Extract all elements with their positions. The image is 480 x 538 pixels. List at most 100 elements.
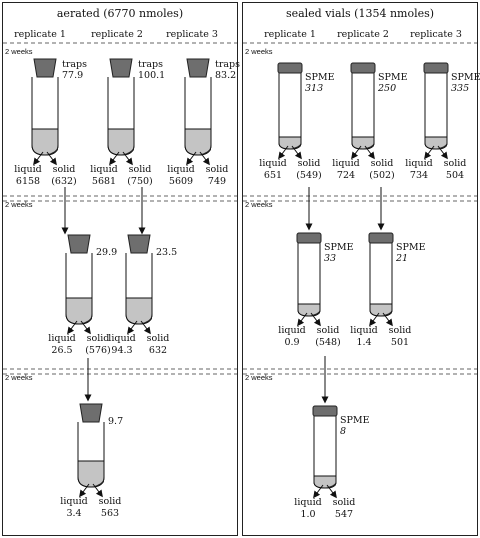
spme-value: 21 — [395, 253, 408, 264]
solid-value: (548) — [315, 337, 341, 348]
solid-value: 547 — [335, 509, 353, 520]
liquid-value: 0.9 — [284, 337, 299, 348]
liquid-label: liquid — [259, 158, 286, 169]
solid-value: 501 — [391, 337, 409, 348]
solid-arrow — [199, 151, 210, 166]
solid-arrow — [92, 483, 103, 498]
solid-phase — [31, 128, 59, 156]
liquid-label: liquid — [294, 497, 321, 508]
solid-label: solid — [389, 325, 412, 336]
aerated-replicate-2: replicate 2 — [91, 29, 143, 40]
solid-arrow — [122, 151, 133, 166]
sediment — [142, 316, 152, 323]
solid-arrow — [80, 320, 91, 335]
liquid-arrow — [369, 312, 380, 327]
headspace-value: 29.9 — [96, 247, 117, 258]
solid-value: (502) — [369, 170, 395, 181]
spme-value: 33 — [324, 253, 336, 264]
sediment — [365, 143, 374, 149]
liquid-label: liquid — [90, 164, 117, 175]
liquid-label: liquid — [60, 496, 87, 507]
solid-label: solid — [99, 496, 122, 507]
sediment — [94, 479, 104, 486]
spme-label: SPME — [305, 72, 335, 83]
solid-arrow — [140, 320, 151, 335]
vial-cap — [350, 62, 376, 74]
solid-value: 504 — [446, 170, 464, 181]
headspace-value: 83.2 — [215, 70, 236, 81]
solid-value: (576) — [85, 345, 111, 356]
trap-cap — [186, 58, 210, 78]
weeks-label: 2 weeks — [5, 200, 33, 209]
solid-phase — [107, 128, 135, 156]
liquid-arrow — [67, 320, 78, 335]
solid-value: 749 — [208, 176, 226, 187]
liquid-value: 651 — [264, 170, 282, 181]
sealed-title: sealed vials (1354 nmoles) — [286, 7, 434, 20]
solid-value: 632 — [149, 345, 167, 356]
vial-cap — [423, 62, 449, 74]
sealed-panel — [242, 2, 478, 536]
solid-arrow — [326, 484, 337, 499]
solid-phase — [184, 128, 212, 156]
liquid-label: liquid — [14, 164, 41, 175]
sealed-replicate-1: replicate 1 — [264, 29, 316, 40]
traps-label: traps — [62, 59, 87, 70]
vial-cap — [368, 232, 394, 244]
liquid-arrow — [186, 151, 197, 166]
solid-label: solid — [147, 333, 170, 344]
liquid-value: 3.4 — [66, 508, 81, 519]
solid-label: solid — [206, 164, 229, 175]
liquid-arrow — [297, 312, 308, 327]
solid-value: (750) — [127, 176, 153, 187]
liquid-value: 1.0 — [300, 509, 315, 520]
liquid-arrow — [313, 484, 324, 499]
headspace-value: 77.9 — [62, 70, 83, 81]
week-separators — [3, 42, 477, 375]
liquid-arrow — [424, 145, 435, 160]
weeks-label: 2 weeks — [5, 373, 33, 382]
solid-label: solid — [317, 325, 340, 336]
solid-value: (549) — [296, 170, 322, 181]
weeks-label: 2 weeks — [5, 47, 33, 56]
weeks-label: 2 weeks — [245, 47, 273, 56]
liquid-value: 734 — [410, 170, 428, 181]
liquid-label: liquid — [405, 158, 432, 169]
sediment — [311, 310, 320, 316]
spme-value: 313 — [305, 83, 323, 94]
aerated-panel — [2, 2, 238, 536]
sediment — [438, 143, 447, 149]
solid-label: solid — [129, 164, 152, 175]
headspace-value: 23.5 — [156, 247, 177, 258]
solid-value: 563 — [101, 508, 119, 519]
liquid-label: liquid — [167, 164, 194, 175]
aerated-replicate-3: replicate 3 — [166, 29, 218, 40]
liquid-value: 724 — [337, 170, 355, 181]
liquid-arrow — [278, 145, 289, 160]
vial-cap — [312, 405, 338, 417]
spme-label: SPME — [451, 72, 480, 83]
spme-value: 250 — [377, 83, 396, 94]
traps-label: traps — [138, 59, 163, 70]
headspace-value: 100.1 — [138, 70, 165, 81]
solid-arrow — [291, 145, 302, 160]
solid-label: solid — [333, 497, 356, 508]
vial-cap — [296, 232, 322, 244]
liquid-arrow — [79, 483, 90, 498]
vial-cap — [277, 62, 303, 74]
solid-phase — [65, 297, 93, 325]
liquid-label: liquid — [350, 325, 377, 336]
spme-label: SPME — [324, 242, 354, 253]
weeks-label: 2 weeks — [245, 373, 273, 382]
